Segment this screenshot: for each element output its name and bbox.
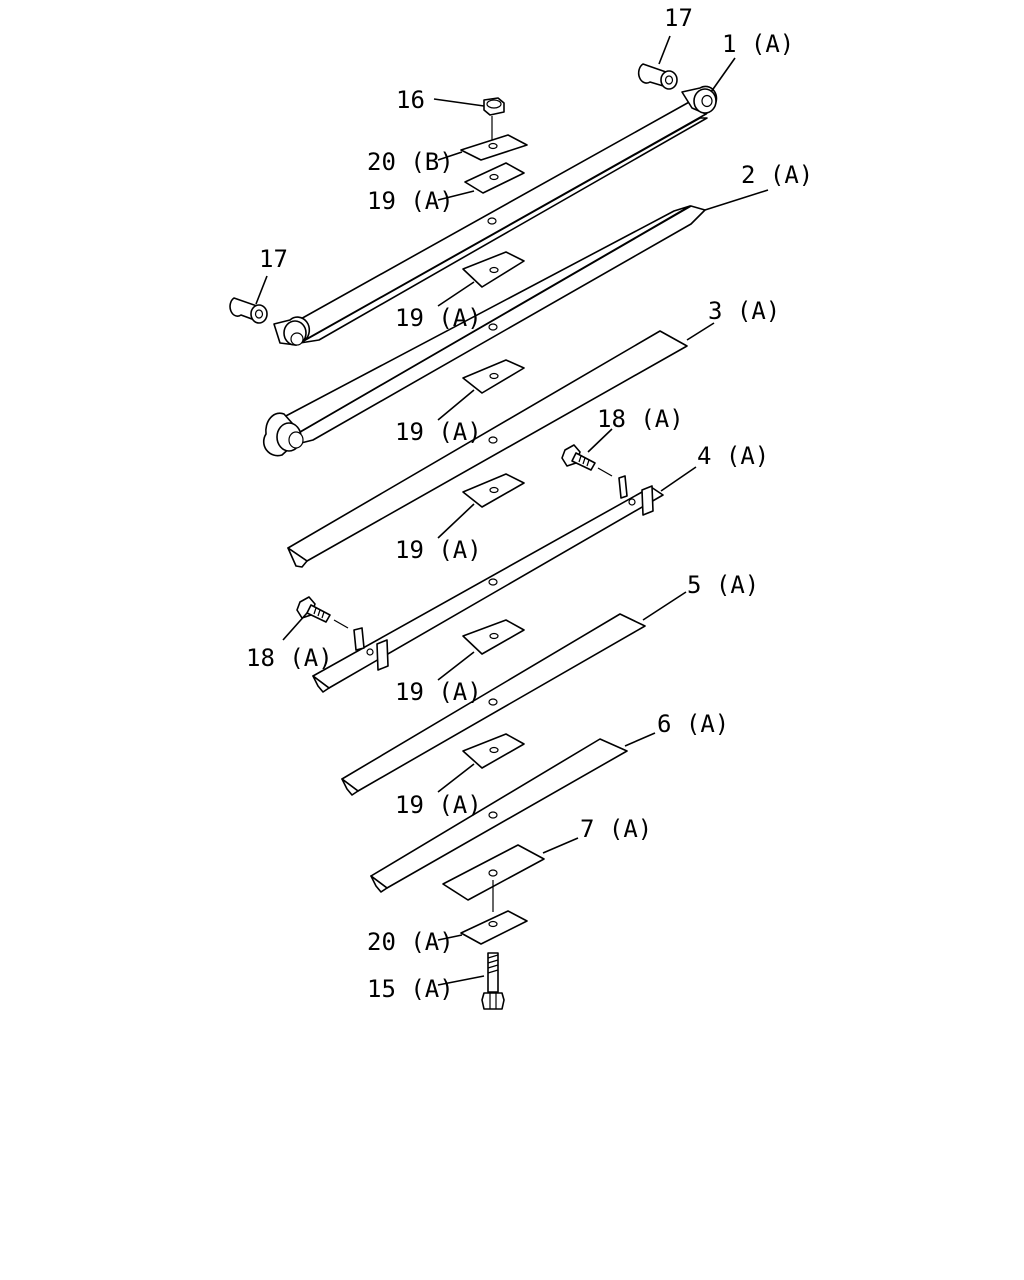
label-19a-4: 19 (A) (395, 536, 482, 564)
plate-20b (460, 134, 528, 161)
nut-16 (483, 97, 505, 140)
label-18a-left: 18 (A) (246, 644, 333, 672)
label-18a-right: 18 (A) (597, 405, 684, 433)
label-19a-1: 19 (A) (367, 187, 454, 215)
label-19a-2: 19 (A) (395, 304, 482, 332)
bolt-18-right (561, 444, 613, 477)
spacer-19-4 (462, 473, 525, 508)
bushing-17-left (229, 297, 268, 324)
leaf-5 (341, 613, 646, 796)
label-19a-6: 19 (A) (395, 791, 482, 819)
label-17-top: 17 (664, 4, 693, 32)
label-7a: 7 (A) (580, 815, 652, 843)
label-5a: 5 (A) (687, 571, 759, 599)
leaf-6 (370, 738, 628, 893)
spacer-19-2 (462, 251, 525, 288)
bushing-17-top (637, 63, 678, 90)
label-17-left: 17 (259, 245, 288, 273)
label-2a: 2 (A) (741, 161, 813, 189)
spacer-19-6 (462, 733, 525, 769)
label-1a: 1 (A) (722, 30, 794, 58)
leaf-3 (287, 330, 688, 568)
leaf-7 (442, 844, 545, 912)
label-6a: 6 (A) (657, 710, 729, 738)
label-3a: 3 (A) (708, 297, 780, 325)
bolt-15 (481, 952, 505, 1010)
label-15a: 15 (A) (367, 975, 454, 1003)
plate-20a (460, 910, 528, 945)
spacer-19-5 (462, 619, 525, 655)
leaf-1-main (273, 85, 718, 346)
label-20a: 20 (A) (367, 928, 454, 956)
label-4a: 4 (A) (697, 442, 769, 470)
spacer-19-1 (464, 162, 525, 194)
label-19a-3: 19 (A) (395, 418, 482, 446)
label-20b: 20 (B) (367, 148, 454, 176)
spacer-19-3 (462, 359, 525, 394)
leader-lines (255, 35, 769, 986)
leaf-4 (312, 475, 664, 693)
bolt-18-left (296, 596, 349, 629)
label-19a-5: 19 (A) (395, 678, 482, 706)
label-16: 16 (396, 86, 425, 114)
